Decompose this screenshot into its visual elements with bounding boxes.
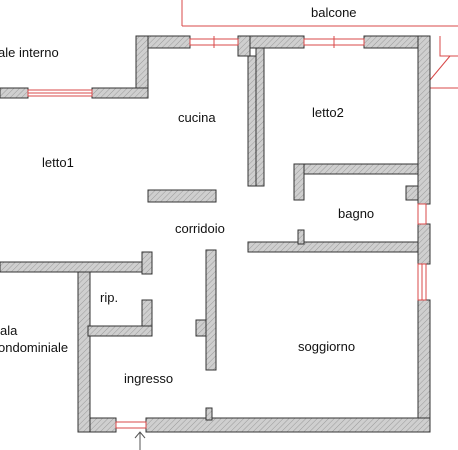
wall-cucina-right-top <box>237 35 251 57</box>
wall-letto1-bottom <box>0 261 153 273</box>
wall-cucina-right <box>247 55 257 187</box>
wall-corridor-notch <box>195 319 207 337</box>
label-scala-line2: ondominiale <box>0 340 68 355</box>
wall-bagno-bottom <box>247 241 419 253</box>
wall-cucina-right-b <box>255 47 265 187</box>
wall-bagno-niche <box>405 185 419 201</box>
wall-letto1-top-right <box>91 87 149 99</box>
label-cucina: cucina <box>178 110 216 125</box>
arrow-up-icon <box>134 431 146 450</box>
label-bagno: bagno <box>338 206 374 221</box>
wall-right-mid <box>417 223 431 265</box>
wall-rip-right-top <box>141 251 153 275</box>
label-letto2: letto2 <box>312 105 344 120</box>
label-scala-line1: ala <box>0 323 18 338</box>
wall-bagno-top <box>293 163 419 175</box>
label-cortile-interno: ale interno <box>0 45 59 60</box>
wall-left-lower <box>77 261 91 433</box>
windows <box>27 36 427 429</box>
entrance-door <box>115 421 147 429</box>
wall-letto1-top-left <box>0 87 29 99</box>
window-bagno <box>417 203 427 225</box>
wall-bagno-stub <box>297 229 305 245</box>
label-ripostiglio: rip. <box>100 290 118 305</box>
room-labels: balcone ale interno cucina letto2 letto1… <box>0 5 374 386</box>
wall-corridor-stub <box>205 407 213 421</box>
label-balcone: balcone <box>311 5 357 20</box>
wall-corridor-center <box>205 249 217 371</box>
wall-right-lower <box>417 299 431 433</box>
label-letto1: letto1 <box>42 155 74 170</box>
label-soggiorno: soggiorno <box>298 339 355 354</box>
walls <box>0 35 431 433</box>
wall-rip-bottom <box>87 325 153 337</box>
label-ingresso: ingresso <box>124 371 173 386</box>
wall-bagno-left <box>293 163 305 201</box>
label-corridoio: corridoio <box>175 221 225 236</box>
wall-bottom-right <box>145 417 431 433</box>
wall-cucina-bottom <box>147 189 217 203</box>
wall-right-upper <box>417 35 431 205</box>
